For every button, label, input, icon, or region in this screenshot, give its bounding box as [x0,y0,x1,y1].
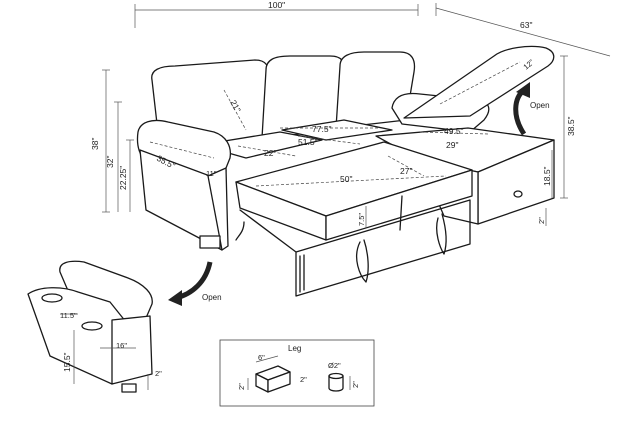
dim-chaise-depth: 63" [520,20,532,30]
storage-arm-detail: 11.5" 16" 15.5" 2" [27,260,162,393]
dim-chaise-seat-depth: 29" [446,140,458,150]
dim-chaise-seat-height: 18.5" [542,166,552,186]
dim-seat-height: 32" [105,156,115,168]
dim-overall-width: 100" [268,0,285,10]
leg-box-title: Leg [288,344,301,353]
dim-seat-height-22: 22.25" [118,166,128,190]
sectional-sofa: 12" 38.5" 18.5" 2" Open 11" 35.5" 21" 77… [136,45,576,297]
dim-chaise-height: 38.5" [566,116,576,136]
dim-bed-depth: 27" [400,166,412,176]
chaise-handle [513,190,523,198]
leg-round-height: 2" [351,381,360,388]
bed-frame-rail [299,254,305,293]
leg-block-height: 2" [237,383,246,390]
bed-front-face [325,169,473,241]
leg-box-frame [219,339,375,407]
height-dimensions-left: 38" 32" 22.25" [90,69,134,213]
cup-holder-front-icon [41,293,63,303]
bed-frame [239,199,471,297]
leg-detail-box: Leg 6" 2" 2" Ø2" 2" [219,339,375,407]
block-leg-front [267,371,291,393]
dim-chaise-seat-width: 49.5" [444,126,464,136]
dim-storage-height: 15.5" [62,352,72,372]
dim-storage-cup: 11.5" [60,311,77,320]
dim-armrest-width: 11" [206,169,217,178]
left-arm-front [207,167,229,251]
arrowhead-arm-icon [168,290,182,306]
round-leg-body [328,375,344,392]
top-dimensions: 100" 63" [134,0,611,57]
leg-block-length: 6" [258,353,265,362]
dim-seat-depth-22: 22" [264,148,276,158]
storage-arm-front [111,315,153,385]
leg-block-depth: 2" [300,375,307,384]
pull-strap-left [356,239,369,283]
dim-storage-length: 16" [116,341,127,350]
bed-frame-wheel [235,221,245,241]
dim-seat-width: 77.5" [312,124,332,134]
label-open-arm: Open [202,293,222,302]
dim-seat-width-inner: 51.5" [298,137,318,147]
dim-overall-height: 38" [90,138,100,150]
seat-cushion-right [281,119,393,141]
leg-round-diameter: Ø2" [328,361,341,370]
dim-bed-width: 50" [340,174,352,184]
dim-chaise-leg-height: 2" [537,217,546,224]
pull-strap-right [436,213,447,255]
dim-storage-leg: 2" [155,369,162,378]
storage-arm-leg [121,383,137,393]
round-leg-top [328,372,344,380]
open-arrow-chaise-icon [513,88,527,136]
arm-open-indicator: Open [168,261,222,306]
label-open-chaise: Open [530,101,550,110]
arrowhead-chaise-icon [516,82,530,98]
bed-front-panel-line [399,195,403,231]
cup-holder-back-icon [81,321,103,331]
left-arm-leg [199,235,221,249]
dim-bed-thickness: 7.5" [357,213,366,226]
